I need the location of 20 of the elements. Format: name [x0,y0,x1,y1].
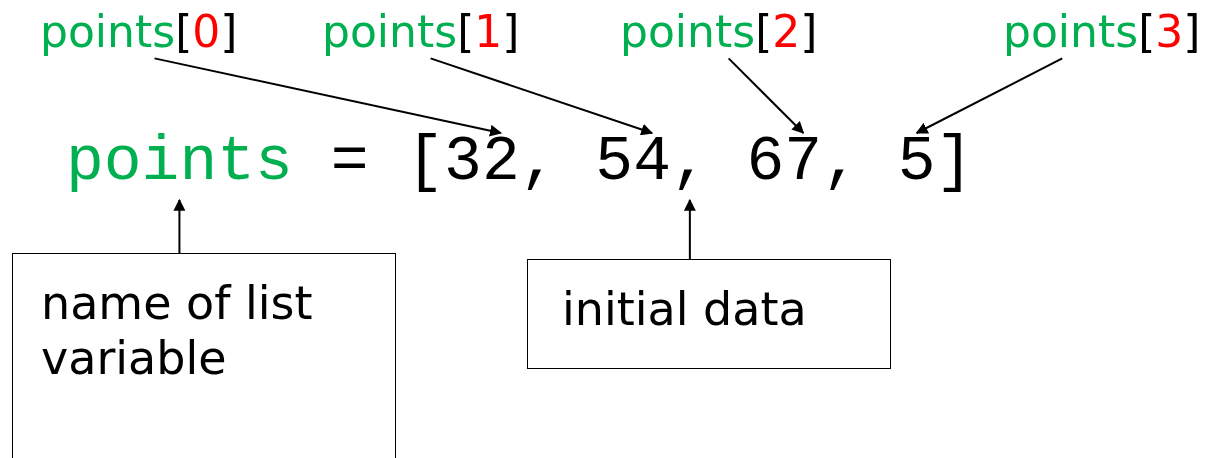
list-element: 67, [746,127,860,198]
list-index-label: points[0] [40,8,238,57]
list-element: 32, [444,127,558,198]
list-element: 5 [897,127,936,198]
bracket: ] [935,127,974,198]
assignment-operator: = [330,127,369,198]
arrow [683,198,696,260]
callout-box: name of list variable [12,253,396,458]
bracket: [ [406,127,445,198]
arrow [153,57,502,137]
arrow [429,57,654,136]
list-index-label: points[1] [322,8,520,57]
list-index-label: points[3] [1003,8,1201,57]
arrow [915,57,1064,134]
callout-box: initial data [527,259,891,369]
variable-name: points [66,127,293,198]
arrow [727,57,805,134]
list-index-label: points[2] [620,8,818,57]
arrow [173,198,186,254]
list-element: 54, [595,127,709,198]
